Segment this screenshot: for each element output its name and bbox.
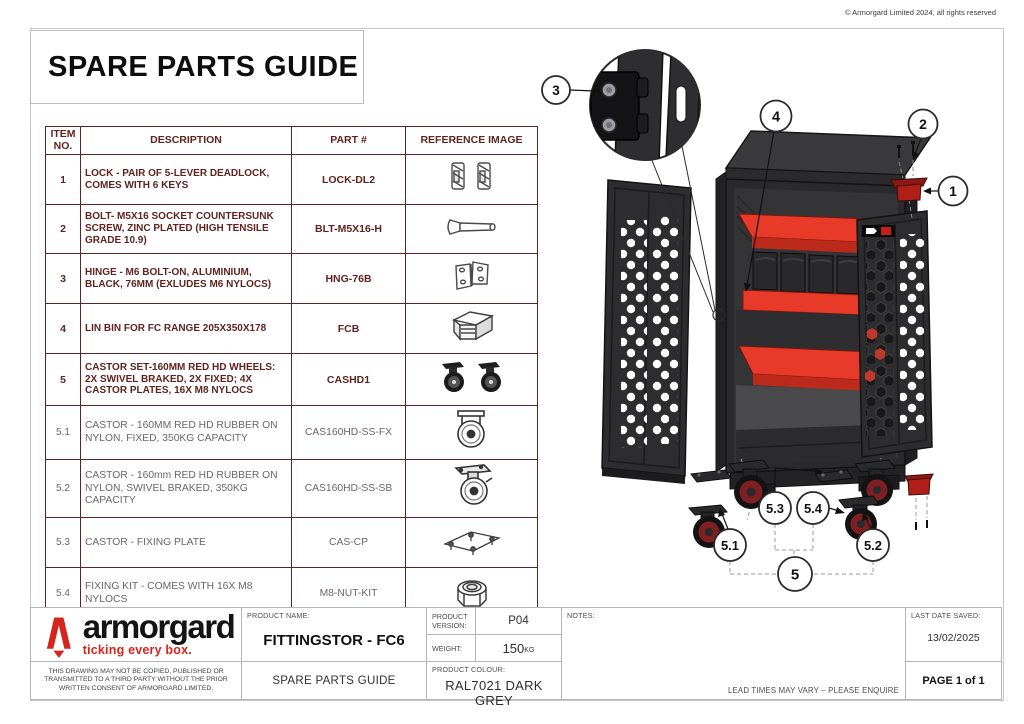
description: CASTOR - 160mm RED HD RUBBER ON NYLON, S…	[80, 459, 292, 519]
lock-assembly-illustration	[890, 141, 928, 219]
item-no: 3	[45, 253, 81, 305]
svg-text:5.3: 5.3	[766, 501, 784, 516]
svg-text:5: 5	[791, 567, 799, 584]
notes-cell: NOTES: LEAD TIMES MAY VARY – PLEASE ENQU…	[562, 608, 906, 699]
header-description: DESCRIPTION	[80, 125, 292, 156]
item-no: 5.1	[45, 405, 81, 461]
table-row: 1 LOCK - PAIR OF 5-LEVER DEADLOCK, COMES…	[45, 154, 538, 206]
notes-label: NOTES:	[567, 611, 595, 620]
svg-text:5.2: 5.2	[864, 538, 882, 553]
lock-pair-image	[450, 162, 491, 190]
last-saved-label: LAST DATE SAVED:	[911, 611, 981, 620]
lin-bin-image	[451, 311, 494, 341]
page-number-cell: PAGE 1 of 1	[922, 674, 985, 687]
header-part: PART #	[291, 125, 406, 156]
weight-label: WEIGHT:	[427, 635, 476, 662]
description: CASTOR - 160MM RED HD RUBBER ON NYLON, F…	[80, 405, 292, 461]
item-no: 4	[45, 303, 81, 355]
description: LIN BIN FOR FC RANGE 205X350X178	[80, 303, 292, 355]
doc-type-cell: SPARE PARTS GUIDE	[242, 662, 427, 699]
product-name-cell: PRODUCT NAME: FITTINGSTOR - FC6	[242, 608, 427, 662]
table-row: 4 LIN BIN FOR FC RANGE 205X350X178 FCB	[45, 303, 538, 355]
table-row: 2 BOLT- M5X16 SOCKET COUNTERSUNK SCREW, …	[45, 204, 538, 255]
part-number: LOCK-DL2	[291, 154, 406, 206]
nylock-nut-image	[456, 580, 487, 607]
description: CASTOR SET-160MM RED HD WHEELS: 2X SWIVE…	[80, 353, 292, 407]
table-row: 3 HINGE - M6 BOLT-ON, ALUMINIUM, BLACK, …	[45, 253, 538, 305]
callout-5-2: 5.2	[856, 512, 890, 562]
item-no: 5.2	[45, 459, 81, 519]
table-header-row: ITEM NO. DESCRIPTION PART # REFERENCE IM…	[45, 125, 538, 156]
item-no: 1	[45, 154, 81, 206]
callout-2: 2	[907, 108, 939, 160]
copyright-text: © Armorgard Limited 2024, all rights res…	[844, 8, 996, 17]
page-title: SPARE PARTS GUIDE	[48, 50, 359, 83]
svg-text:4: 4	[772, 110, 780, 126]
hinge-image	[454, 261, 489, 290]
callout-1: 1	[923, 175, 969, 207]
header-reference: REFERENCE IMAGE	[405, 125, 538, 156]
table-row: 5.3 CASTOR - FIXING PLATE CAS-CP	[45, 517, 538, 569]
table-row: 5 CASTOR SET-160MM RED HD WHEELS: 2X SWI…	[45, 353, 538, 407]
bolt-image	[446, 218, 496, 235]
parts-table: ITEM NO. DESCRIPTION PART # REFERENCE IM…	[45, 125, 538, 621]
castor-swivel-image	[453, 464, 492, 505]
svg-text:2: 2	[919, 116, 927, 132]
armorgard-logo-icon	[46, 617, 71, 658]
castor-set-image	[441, 362, 501, 393]
title-block-footer: armorgard ticking every box. THIS DRAWIN…	[30, 607, 1002, 708]
logo-cell: armorgard ticking every box.	[31, 608, 242, 662]
exploded-view-diagram: 3 4 2 1	[541, 49, 969, 592]
weight-number: 150	[502, 640, 525, 656]
svg-text:1: 1	[949, 183, 957, 199]
item-no: 5.3	[45, 517, 81, 569]
product-name-value: FITTINGSTOR - FC6	[263, 632, 405, 649]
weight-unit: KG	[524, 646, 535, 654]
left-door-illustration	[601, 179, 692, 484]
fixing-plate-image	[442, 531, 501, 556]
svg-text:3: 3	[552, 83, 560, 98]
version-label: PRODUCT VERSION:	[427, 608, 476, 635]
part-number: CAS160HD-SS-FX	[291, 405, 406, 461]
callout-5-4: 5.4	[796, 491, 845, 525]
svg-text:5.4: 5.4	[804, 501, 823, 516]
logo-wordmark: armorgard	[82, 608, 236, 646]
product-name-label: PRODUCT NAME:	[247, 611, 310, 620]
callout-5-1: 5.1	[713, 508, 747, 562]
right-door-illustration	[856, 210, 933, 458]
last-saved-value: 13/02/2025	[927, 632, 980, 644]
callout-5-3: 5.3	[758, 467, 823, 525]
svg-text:5.1: 5.1	[721, 538, 739, 553]
drawing-frame	[30, 28, 1004, 701]
part-number: BLT-M5X16-H	[291, 204, 406, 255]
header-item-no: ITEM NO.	[45, 125, 81, 156]
product-colour-label: PRODUCT COLOUR:	[432, 665, 506, 674]
product-colour-cell: PRODUCT COLOUR: RAL7021 DARK GREY	[427, 662, 562, 708]
part-number: CAS-CP	[291, 517, 406, 569]
last-saved-cell: LAST DATE SAVED: 13/02/2025	[906, 608, 1001, 662]
table-row: 5.2 CASTOR - 160mm RED HD RUBBER ON NYLO…	[45, 459, 538, 519]
callout-4: 4	[744, 99, 793, 292]
version-value: P04	[476, 608, 562, 635]
logo-tagline: ticking every box.	[82, 642, 192, 657]
item-no: 5	[45, 353, 81, 407]
castor-fixed-image	[456, 410, 485, 448]
table-row: 5.1 CASTOR - 160MM RED HD RUBBER ON NYLO…	[45, 405, 538, 461]
product-colour-value: RAL7021 DARK GREY	[445, 678, 543, 708]
disclaimer-text: THIS DRAWING MAY NOT BE COPIED, PUBLISHE…	[31, 662, 242, 699]
description: CASTOR - FIXING PLATE	[80, 517, 292, 569]
title-box: SPARE PARTS GUIDE	[30, 30, 364, 104]
description: LOCK - PAIR OF 5-LEVER DEADLOCK, COMES W…	[80, 154, 292, 206]
description: HINGE - M6 BOLT-ON, ALUMINIUM, BLACK, 76…	[80, 253, 292, 305]
part-number: FCB	[291, 303, 406, 355]
callout-3: 3	[541, 75, 601, 105]
description: BOLT- M5X16 SOCKET COUNTERSUNK SCREW, ZI…	[80, 204, 292, 255]
part-number: HNG-76B	[291, 253, 406, 305]
part-number: CAS160HD-SS-SB	[291, 459, 406, 519]
part-number: CASHD1	[291, 353, 406, 407]
lead-times-text: LEAD TIMES MAY VARY – PLEASE ENQUIRE	[728, 686, 899, 695]
item-no: 2	[45, 204, 81, 255]
callout-5: 5	[777, 556, 813, 592]
